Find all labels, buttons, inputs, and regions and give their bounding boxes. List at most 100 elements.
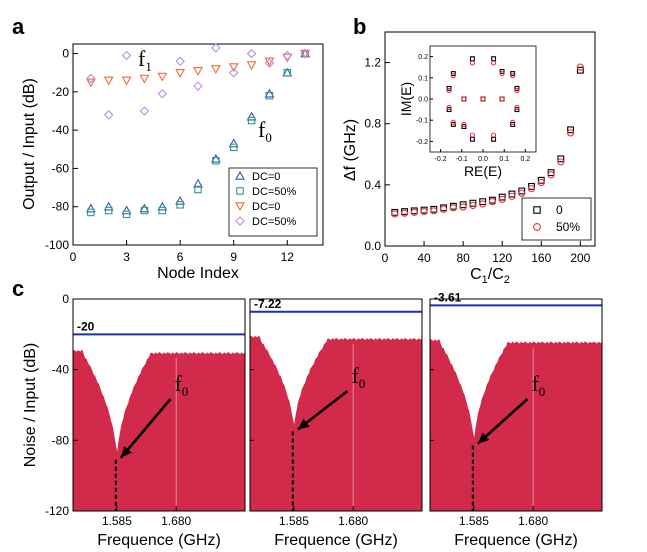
inset-y-tick-label: -0.2 xyxy=(416,139,428,146)
data-point xyxy=(246,48,257,59)
x-tick-label: 80 xyxy=(456,251,470,265)
data-point xyxy=(139,203,150,213)
x-tick-label: 1.680 xyxy=(518,514,548,528)
inset-data-point xyxy=(510,121,516,127)
y-tick-label: -80 xyxy=(52,433,70,447)
x-tick-label: 40 xyxy=(417,251,431,265)
data-point xyxy=(247,116,256,125)
inset-data-point xyxy=(514,87,520,94)
data-point xyxy=(246,111,257,121)
inset-data-point xyxy=(510,71,516,77)
data-point xyxy=(547,171,555,179)
data-point xyxy=(576,66,584,74)
legend-marker xyxy=(235,216,245,226)
data-point xyxy=(498,195,506,203)
inset-ylabel: IM(E) xyxy=(398,82,414,116)
noise-spectrum xyxy=(73,349,245,511)
legend-marker xyxy=(236,187,244,195)
data-point xyxy=(246,61,257,71)
inset-y-tick-label: 0.0 xyxy=(418,97,428,104)
x-tick-label: 0 xyxy=(70,250,77,264)
inset-x-tick-label: -0.1 xyxy=(456,156,468,163)
f0-label: f0 xyxy=(531,371,545,399)
data-point xyxy=(104,206,113,215)
data-point xyxy=(410,208,418,216)
noise-spectrum xyxy=(250,335,422,511)
inset-data-point xyxy=(446,85,452,91)
panel-b-legend: 050% xyxy=(521,197,592,241)
data-point xyxy=(193,81,203,91)
inset-data-point xyxy=(514,85,520,91)
data-point xyxy=(175,68,186,78)
inset-x-tick-label: 0.0 xyxy=(478,156,488,163)
legend-label: 0 xyxy=(556,203,563,217)
data-point xyxy=(400,209,409,217)
inset-x-tick-label: -0.2 xyxy=(435,156,447,163)
x-axis-label: Frequence (GHz) xyxy=(97,532,221,549)
inset-data-point xyxy=(514,107,520,113)
panel-b-frame xyxy=(384,31,596,247)
x-axis-label: Frequence (GHz) xyxy=(274,532,398,549)
data-point xyxy=(283,68,292,77)
data-point xyxy=(557,155,565,163)
panel-b-xlabel: C1/C2 xyxy=(470,266,510,286)
data-point xyxy=(508,192,516,200)
data-point xyxy=(175,195,186,205)
data-point xyxy=(139,106,150,116)
panel-b-ylabel: Δf (GHz) xyxy=(342,119,359,181)
data-point xyxy=(537,178,545,187)
inset-y-tick-label: -0.1 xyxy=(416,118,428,125)
inset-data-point xyxy=(450,121,456,127)
inset-data-point xyxy=(491,132,497,138)
data-point xyxy=(176,201,184,209)
data-point xyxy=(527,185,536,193)
inset-x-tick-label: 0.1 xyxy=(499,156,509,163)
data-point xyxy=(439,205,448,213)
legend-marker xyxy=(533,223,541,231)
inset-data-point xyxy=(446,87,452,94)
inset-data-point xyxy=(450,71,456,77)
y-tick-label: -40 xyxy=(52,363,70,377)
legend-marker xyxy=(235,202,245,212)
panel-label-a: a xyxy=(12,14,25,39)
data-point xyxy=(576,63,584,71)
data-point xyxy=(121,50,132,61)
data-point xyxy=(264,88,275,98)
panel-a-xlabel: Node Index xyxy=(157,265,239,282)
data-point xyxy=(282,53,293,63)
reference-label: -7.22 xyxy=(254,297,282,311)
inset-data-point xyxy=(450,73,456,79)
f0-arrow-head xyxy=(297,418,310,430)
data-point xyxy=(157,201,168,211)
legend-label: DC=0 xyxy=(252,201,280,213)
data-point xyxy=(86,73,96,84)
legend-marker xyxy=(235,170,245,180)
x-tick-label: 9 xyxy=(230,250,237,264)
subplot-frame xyxy=(429,298,603,512)
subplot-frame xyxy=(249,298,423,512)
x-tick-label: 1.680 xyxy=(161,514,191,528)
data-point xyxy=(518,187,526,195)
inset-x-tick-label: 0.2 xyxy=(521,156,531,163)
data-point xyxy=(211,43,221,53)
inset-data-point xyxy=(461,124,467,130)
data-point xyxy=(508,190,516,198)
y-tick-label: 0.0 xyxy=(364,239,381,253)
data-point xyxy=(300,48,310,59)
legend-label: DC=0 xyxy=(252,171,280,183)
x-tick-label: 1.585 xyxy=(459,514,489,528)
inset-data-point xyxy=(480,96,486,102)
data-point xyxy=(537,176,545,184)
y-tick-label: -40 xyxy=(52,123,70,137)
panel-a-ylabel: Output / Input (dB) xyxy=(21,78,38,210)
data-point xyxy=(212,157,220,165)
inset-data-point xyxy=(450,119,456,125)
legend-label: 50% xyxy=(556,220,580,234)
data-point xyxy=(488,198,497,206)
data-point xyxy=(459,201,467,209)
y-tick-label: -20 xyxy=(52,85,70,99)
